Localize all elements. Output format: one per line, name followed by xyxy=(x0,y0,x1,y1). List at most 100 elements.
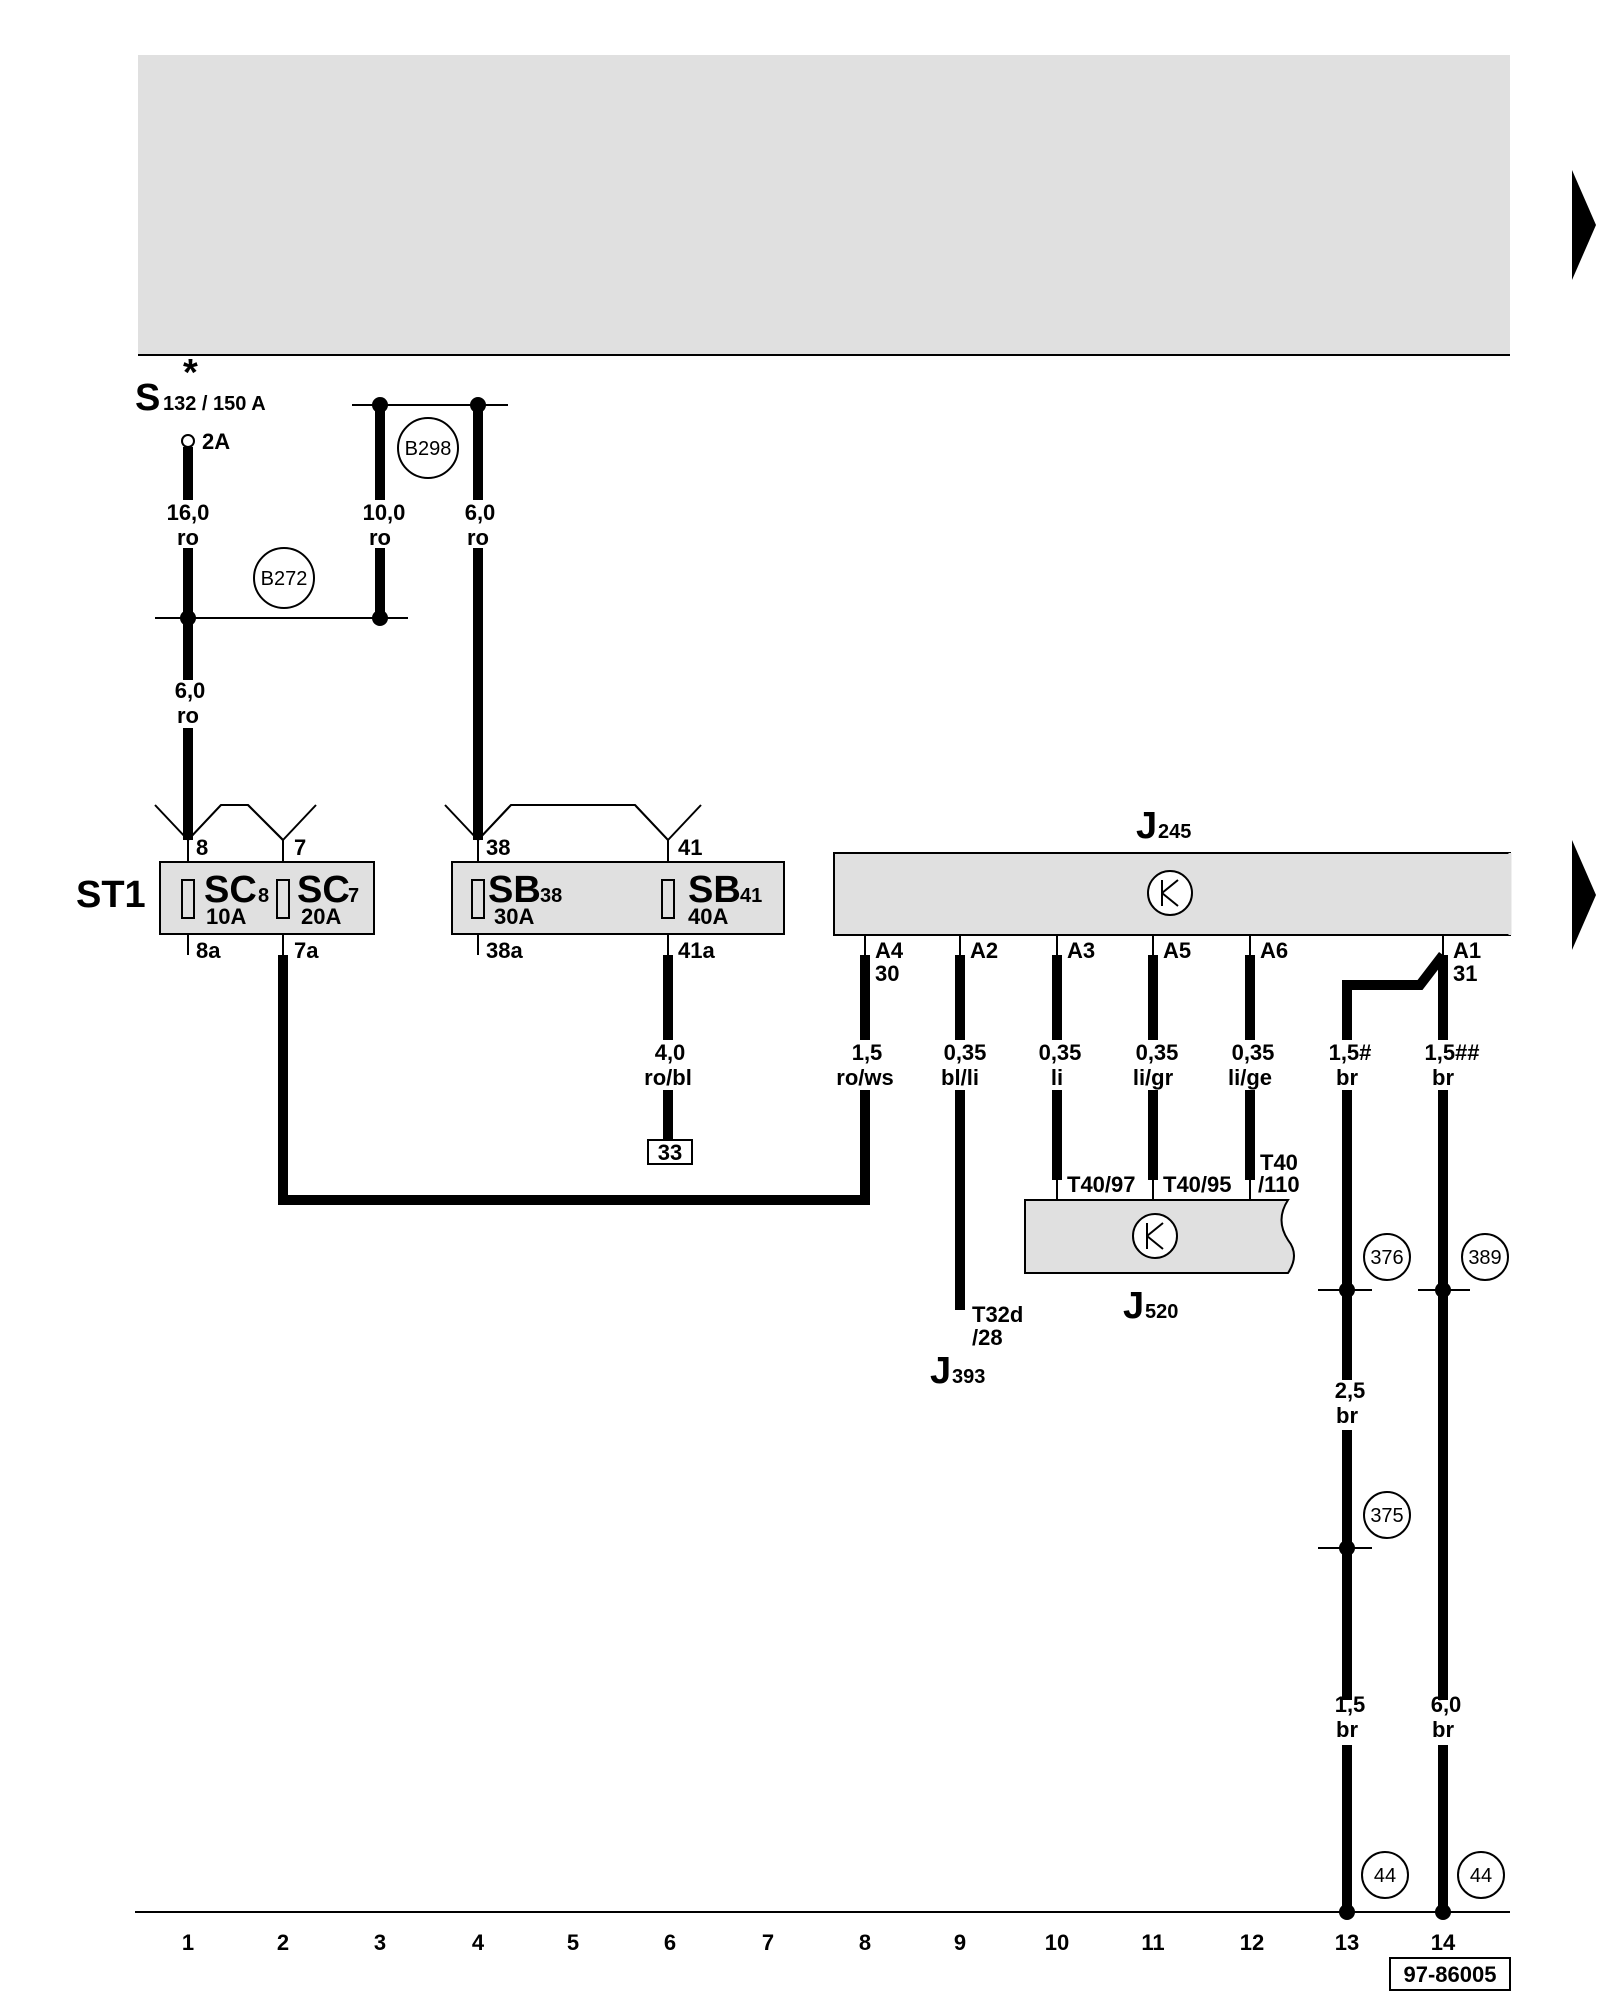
svg-text:T40/97: T40/97 xyxy=(1067,1172,1136,1197)
j245-sublabel: 245 xyxy=(1158,821,1191,843)
connector-b298: B298 xyxy=(397,417,459,479)
svg-text:8: 8 xyxy=(258,885,269,907)
svg-text:A5: A5 xyxy=(1163,938,1191,963)
svg-text:6: 6 xyxy=(664,1930,676,1955)
wire-label-size: 0,35 xyxy=(1039,1040,1082,1065)
wire-label-color: li/gr xyxy=(1133,1065,1174,1090)
terminal-33: 33 xyxy=(647,1139,693,1165)
svg-text:T40/95: T40/95 xyxy=(1163,1172,1232,1197)
plug-symbol xyxy=(154,804,702,841)
svg-text:8: 8 xyxy=(859,1930,871,1955)
wire-label-size: 2,5 xyxy=(1335,1378,1366,1403)
wire-label-color: br xyxy=(1432,1065,1454,1090)
svg-text:30: 30 xyxy=(875,961,899,986)
svg-text:2: 2 xyxy=(277,1930,289,1955)
wire-label-size: 6,0 xyxy=(175,678,206,703)
fuse-sc8: SC 8 10A 8 8a xyxy=(196,835,269,963)
svg-text:/28: /28 xyxy=(972,1325,1003,1350)
svg-text:A1: A1 xyxy=(1453,938,1481,963)
svg-text:41: 41 xyxy=(678,835,702,860)
svg-text:A4: A4 xyxy=(875,938,904,963)
grid-numbers: 1 2 3 4 5 6 7 8 9 10 11 12 13 14 xyxy=(182,1930,1456,1955)
wire-label-size: 1,5## xyxy=(1424,1040,1479,1065)
supply-asterisk: * xyxy=(183,352,198,394)
fuse-sc7: SC 7 20A 7 7a xyxy=(294,835,359,963)
fuse-sb41: SB 41 40A 41 41a xyxy=(678,835,762,963)
svg-text:5: 5 xyxy=(567,1930,579,1955)
svg-text:30A: 30A xyxy=(494,904,534,929)
j520-sublabel: 520 xyxy=(1145,1301,1178,1323)
wire-label-size: 10,0 xyxy=(363,500,406,525)
svg-text:4: 4 xyxy=(472,1930,485,1955)
svg-text:3: 3 xyxy=(374,1930,386,1955)
diagram-code: 97-86005 xyxy=(1389,1957,1511,1991)
wire-label-color: br xyxy=(1432,1717,1454,1742)
svg-text:T40: T40 xyxy=(1260,1150,1298,1175)
svg-text:38: 38 xyxy=(486,835,510,860)
wire-label-color: ro xyxy=(177,703,199,728)
svg-text:44: 44 xyxy=(1374,1865,1396,1887)
svg-text:38: 38 xyxy=(540,885,562,907)
supply-sublabel: 132 / 150 A xyxy=(163,393,266,415)
wire-label-size: 1,5 xyxy=(852,1040,883,1065)
j520-label: J xyxy=(1123,1285,1144,1327)
continuation-arrow-icon xyxy=(1572,840,1596,950)
svg-text:11: 11 xyxy=(1141,1930,1164,1955)
svg-text:A3: A3 xyxy=(1067,938,1095,963)
connector-376: 376 xyxy=(1363,1233,1411,1281)
wire-label-size: 16,0 xyxy=(167,500,210,525)
wire-label-size: 1,5 xyxy=(1335,1692,1366,1717)
svg-text:B298: B298 xyxy=(405,438,452,460)
wire-label-color: ro/ws xyxy=(836,1065,893,1090)
svg-text:41: 41 xyxy=(740,885,762,907)
fuse-panel-label: ST1 xyxy=(76,874,146,916)
svg-text:97-86005: 97-86005 xyxy=(1404,1962,1497,1987)
wire-label-color: br xyxy=(1336,1065,1358,1090)
control-unit-icon xyxy=(1132,1213,1178,1259)
connector-375: 375 xyxy=(1363,1491,1411,1539)
svg-text:10: 10 xyxy=(1045,1930,1069,1955)
supply-terminal xyxy=(181,434,195,448)
j393-label: J xyxy=(930,1350,951,1392)
wire-label-color: br xyxy=(1336,1717,1358,1742)
svg-text:7: 7 xyxy=(348,885,359,907)
svg-text:SC: SC xyxy=(204,869,257,911)
connector-44: 44 xyxy=(1361,1851,1409,1899)
wire-label-size: 0,35 xyxy=(944,1040,987,1065)
svg-text:B272: B272 xyxy=(261,568,308,590)
svg-text:8: 8 xyxy=(196,835,208,860)
svg-text:38a: 38a xyxy=(486,938,523,963)
svg-text:44: 44 xyxy=(1470,1865,1492,1887)
svg-text:40A: 40A xyxy=(688,904,728,929)
continuation-arrow-icon xyxy=(1572,170,1596,280)
svg-text:12: 12 xyxy=(1240,1930,1264,1955)
supply-terminal-label: 2A xyxy=(202,429,230,454)
connector-44: 44 xyxy=(1457,1851,1505,1899)
wire-label-size: 6,0 xyxy=(465,500,496,525)
j393-pin: T32d /28 xyxy=(972,1302,1023,1350)
svg-text:376: 376 xyxy=(1370,1247,1403,1269)
header-panel xyxy=(138,55,1510,355)
connector-b272: B272 xyxy=(253,547,315,609)
j520-pins: T40/97 T40/95 T40 /110 xyxy=(1056,1150,1300,1200)
svg-text:/110: /110 xyxy=(1258,1172,1300,1197)
wire-label-size: 0,35 xyxy=(1232,1040,1275,1065)
wire-label-color: ro xyxy=(369,525,391,550)
svg-text:SB: SB xyxy=(488,869,541,911)
svg-text:SB: SB xyxy=(688,869,741,911)
wire-label-color: bl/li xyxy=(941,1065,979,1090)
svg-text:SC: SC xyxy=(297,869,350,911)
connector-389: 389 xyxy=(1461,1233,1509,1281)
svg-text:31: 31 xyxy=(1453,961,1477,986)
fuse-sb38: SB 38 30A 38 38a xyxy=(486,835,562,963)
supply-label: S xyxy=(135,377,160,419)
wire-label-color: ro xyxy=(177,525,199,550)
svg-text:7: 7 xyxy=(762,1930,774,1955)
fuse-panel-right xyxy=(451,861,785,935)
j393-sublabel: 393 xyxy=(952,1366,985,1388)
svg-text:10A: 10A xyxy=(206,904,246,929)
wire-label-size: 4,0 xyxy=(655,1040,686,1065)
j245-pins: A4 30 A2 A3 A5 A6 A1 31 xyxy=(864,935,1481,986)
svg-text:13: 13 xyxy=(1335,1930,1359,1955)
